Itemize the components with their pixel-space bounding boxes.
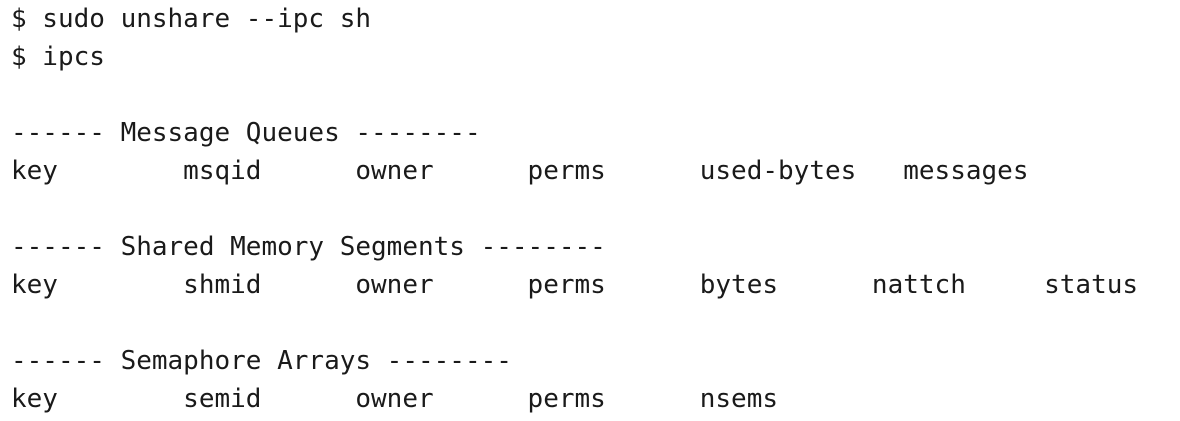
message-queues-header: ------ Message Queues --------: [11, 118, 481, 148]
blank-line: [11, 304, 1180, 342]
blank-line: [11, 76, 1180, 114]
command-line-ipcs: $ ipcs: [11, 42, 105, 72]
shared-memory-header: ------ Shared Memory Segments --------: [11, 232, 606, 262]
message-queues-columns: key msqid owner perms used-bytes message…: [11, 156, 1029, 186]
command-line-unshare: $ sudo unshare --ipc sh: [11, 4, 372, 34]
shared-memory-columns: key shmid owner perms bytes nattch statu…: [11, 270, 1139, 300]
semaphore-arrays-header: ------ Semaphore Arrays --------: [11, 346, 512, 376]
semaphore-arrays-columns: key semid owner perms nsems: [11, 384, 779, 414]
blank-line: [11, 190, 1180, 228]
